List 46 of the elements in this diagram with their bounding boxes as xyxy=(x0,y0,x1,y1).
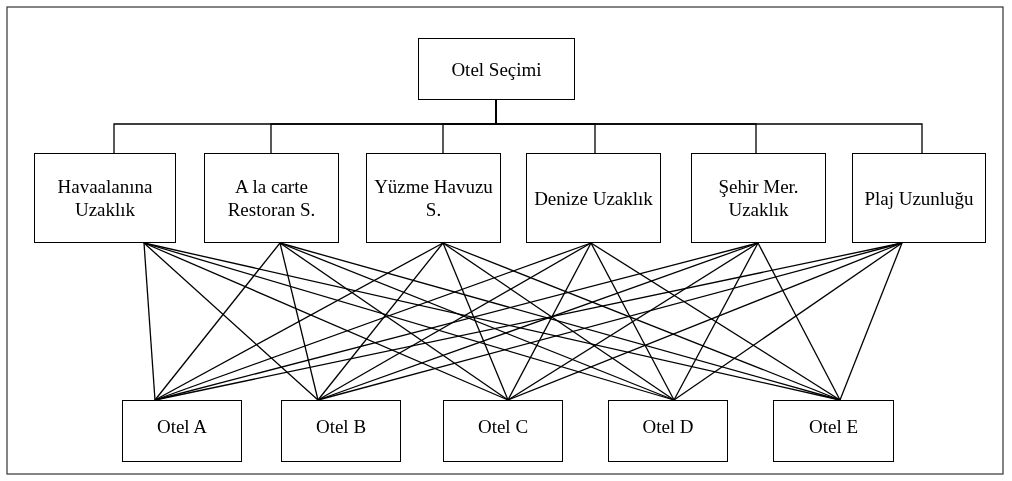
node-box xyxy=(418,38,575,100)
node-box xyxy=(443,400,563,462)
connector-line xyxy=(442,242,841,401)
node-label: Otel A xyxy=(156,415,208,438)
connector-line xyxy=(317,242,592,401)
node-box xyxy=(122,400,242,462)
node-box xyxy=(773,400,894,462)
connector-line xyxy=(143,242,319,401)
node-label: Otel E xyxy=(808,415,859,438)
connector-line xyxy=(673,242,903,401)
node-label: Plaj Uzunluğu xyxy=(864,186,974,210)
connector-line xyxy=(590,242,841,401)
connector-line xyxy=(507,242,759,401)
node-box xyxy=(526,153,661,243)
connector-line xyxy=(442,242,675,401)
node-label: Yüzme Havuzu S. xyxy=(373,175,494,221)
node-label: Otel Seçimi xyxy=(451,57,542,81)
node-box xyxy=(366,153,501,243)
connector-line xyxy=(279,242,509,401)
node-box xyxy=(852,153,986,243)
connector-line xyxy=(839,242,903,401)
connector-line xyxy=(154,242,281,401)
connector-line xyxy=(507,242,903,401)
node-label: Otel B xyxy=(315,415,367,438)
node-label: Şehir Mer. Uzaklık xyxy=(717,175,800,221)
node-box xyxy=(34,153,176,243)
node-box xyxy=(204,153,339,243)
connector-line xyxy=(757,242,841,401)
node-label: Otel C xyxy=(477,415,529,438)
connector-line xyxy=(143,242,509,401)
connector-line xyxy=(673,242,759,401)
node-label: Havaalanına Uzaklık xyxy=(56,175,154,221)
connector-line xyxy=(317,242,444,401)
connector-line xyxy=(507,242,592,401)
connector-line xyxy=(143,242,156,401)
node-box xyxy=(691,153,826,243)
node-label: Otel D xyxy=(642,415,694,438)
connector-line xyxy=(154,242,444,401)
connector-line xyxy=(279,242,675,401)
connector-line xyxy=(442,242,509,401)
connector-line xyxy=(279,242,319,401)
node-label: A la carte Restoran S. xyxy=(226,175,317,221)
connector-line xyxy=(590,242,675,401)
node-box xyxy=(281,400,401,462)
node-label: Denize Uzaklık xyxy=(534,186,653,210)
node-box xyxy=(608,400,728,462)
